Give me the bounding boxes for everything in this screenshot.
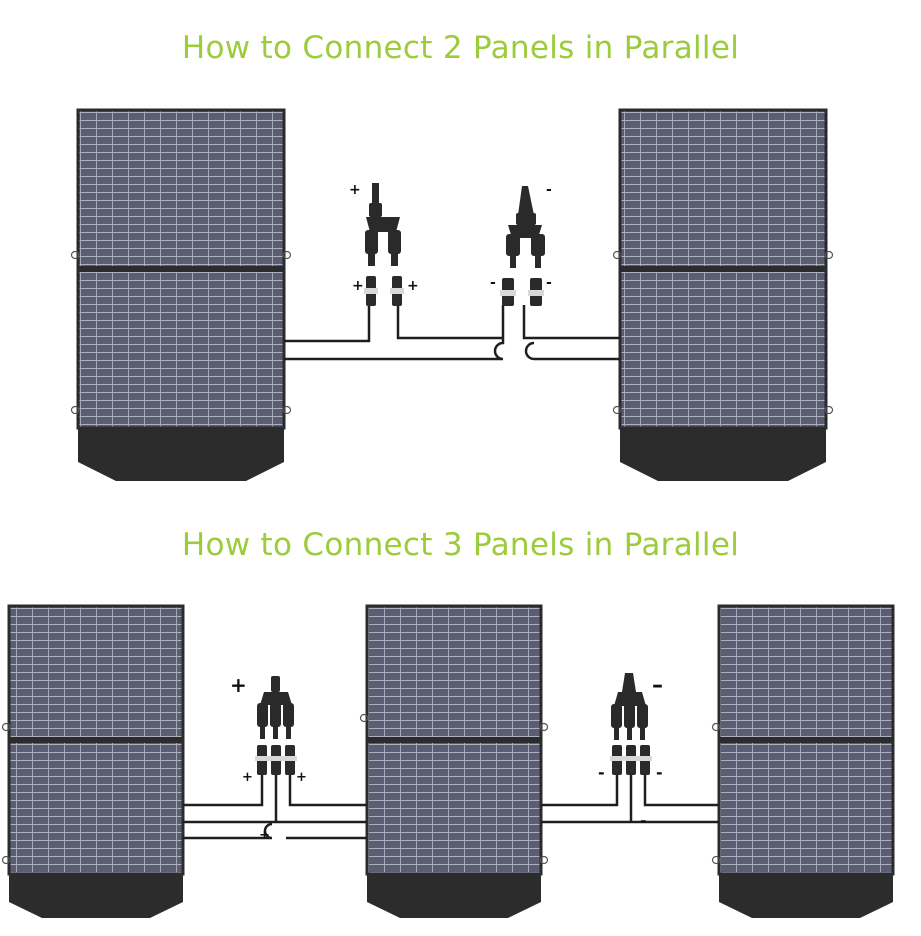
y-branch-connector-icon bbox=[365, 183, 401, 266]
mc4-plug-icon bbox=[255, 745, 297, 775]
polarity-label: – bbox=[652, 673, 663, 698]
mc4-plug-icon bbox=[610, 745, 652, 775]
cable bbox=[183, 775, 719, 840]
solar-panel-icon bbox=[711, 604, 895, 918]
y-branch-connector-icon bbox=[506, 186, 545, 268]
mc4-plug-icon bbox=[500, 278, 544, 306]
solar-panel-icon bbox=[70, 108, 292, 481]
mc4-plug-icon bbox=[364, 276, 404, 306]
y-branch-connector-icon bbox=[257, 676, 294, 739]
polarity-label: - bbox=[546, 275, 552, 291]
polarity-label: + bbox=[407, 278, 419, 294]
polarity-label: - bbox=[490, 275, 496, 291]
y-branch-connector-icon bbox=[611, 673, 648, 740]
polarity-label: - bbox=[640, 811, 647, 830]
solar-panel-icon bbox=[359, 604, 549, 918]
polarity-label: - bbox=[546, 182, 552, 198]
polarity-label: + bbox=[230, 673, 247, 697]
polarity-label: + bbox=[259, 828, 270, 843]
cable bbox=[284, 305, 620, 361]
polarity-label: + bbox=[242, 770, 253, 785]
title-three-panels: How to Connect 3 Panels in Parallel bbox=[181, 527, 740, 563]
title-two-panels: How to Connect 2 Panels in Parallel bbox=[181, 30, 740, 66]
solar-panel-icon bbox=[1, 604, 185, 918]
polarity-label: + bbox=[352, 278, 364, 294]
polarity-label: - bbox=[598, 763, 605, 782]
polarity-label: + bbox=[349, 182, 361, 198]
polarity-label: + bbox=[296, 770, 307, 785]
solar-panel-icon bbox=[612, 108, 834, 481]
polarity-label: - bbox=[656, 763, 663, 782]
